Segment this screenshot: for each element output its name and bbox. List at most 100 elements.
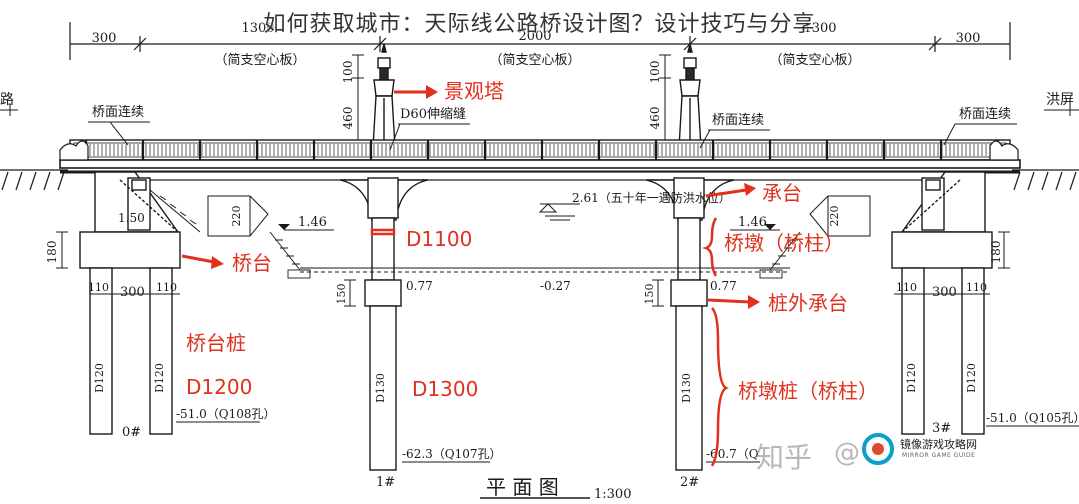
dim-pile-w1-left: 110 — [88, 281, 109, 294]
plan-title: 平 面 图 — [486, 475, 559, 499]
annotation-abut-pile: 桥台桩 — [186, 331, 246, 355]
deck-end-right — [989, 140, 1019, 161]
dim-right-mid: 1300 — [803, 21, 836, 36]
annotation-cap: 承台 — [762, 181, 802, 205]
bridge-deck — [59, 159, 1021, 181]
abutment-left-slope — [149, 189, 201, 233]
page-title: 如何获取城市：天际线公路桥设计图？设计技巧与分享 — [263, 12, 816, 37]
dim-abut-h-left: 180 — [45, 241, 59, 264]
dim-pile-w3-left: 110 — [156, 281, 177, 294]
red-mark-d1100 — [370, 228, 396, 236]
label-deck-continuous-right: 桥面连续 — [959, 106, 1011, 122]
pile-d130-right: D130 — [680, 373, 693, 403]
dim-beam-h-right: 220 — [828, 206, 841, 227]
pier-label-1: 1# — [376, 475, 395, 490]
dim-cap-h-right: 150 — [643, 284, 656, 305]
pier-label-2: 2# — [680, 475, 699, 490]
dim-center-span: 2000 — [518, 29, 551, 44]
deck-end-left — [59, 140, 89, 161]
beam-end-right — [809, 195, 871, 237]
elev-146-right: 1.46 — [738, 215, 767, 230]
dim-pile-w3-right: 110 — [966, 281, 987, 294]
ground-right — [1012, 169, 1079, 191]
cap-dim-right — [652, 279, 664, 307]
pier-1 — [339, 177, 429, 471]
dim-cap-h-left: 150 — [335, 284, 348, 305]
label-deck-continuous-left: 桥面连续 — [92, 104, 144, 120]
plan-scale: 1:300 — [594, 487, 631, 500]
abutment-left-piles — [89, 267, 180, 435]
elev-077-left: 0.77 — [406, 279, 433, 293]
annotation-d1100: D1100 — [406, 227, 472, 251]
label-simple-slab-center: （简支空心板） — [489, 52, 580, 68]
beam-end-left — [207, 195, 269, 237]
annotation-outer-cap: 桩外承台 — [768, 291, 848, 315]
pile1-bottom-elev: -62.3（Q107孔） — [402, 447, 502, 461]
annotation-abutment: 桥台 — [232, 251, 272, 275]
watermark-logo-icon — [862, 433, 894, 465]
red-annotation-tower — [394, 85, 438, 99]
dim-tower-h1-right: 100 — [648, 61, 662, 84]
pile-d120-right-b: D120 — [965, 363, 978, 393]
label-simple-slab-right: （简支空心板） — [769, 52, 860, 68]
label-right-flood: 洪屏 — [1046, 92, 1074, 108]
pile-d130-left: D130 — [374, 373, 387, 403]
annotation-tower: 景观塔 — [444, 79, 504, 103]
pile3-bottom-elev: -51.0（Q105孔） — [986, 411, 1079, 425]
dim-pile-w1-right: 110 — [896, 281, 917, 294]
red-annotation-outer-cap — [707, 295, 760, 309]
dim-tower-h2-left: 460 — [341, 107, 355, 130]
label-expansion-joint: D60伸缩缝 — [400, 106, 466, 122]
pier-2 — [645, 177, 735, 471]
pile-d120-right-a: D120 — [905, 363, 918, 393]
dim-right-span: 300 — [956, 31, 981, 46]
watermark-zhihu: 知乎 — [756, 441, 813, 474]
dim-pile-w2-right: 300 — [932, 285, 957, 300]
label-deck-continuous-mid: 桥面连续 — [712, 112, 764, 128]
red-annotation-cap — [705, 183, 756, 198]
annotation-pier-pile: 桥墩桩（桥柱） — [738, 379, 878, 403]
cap-dim-left — [344, 279, 356, 307]
annotation-d1200: D1200 — [186, 375, 252, 399]
elev-077-right: 0.77 — [710, 279, 737, 293]
water-level-mark — [538, 203, 580, 221]
pile-d120-left-a: D120 — [93, 363, 106, 393]
abutment-right-dim — [998, 231, 1010, 269]
elev-146-left: 1.46 — [298, 215, 327, 230]
watermark-site-en: MIRROR GAME GUIDE — [902, 452, 976, 459]
dim-left-span: 300 — [92, 31, 117, 46]
elev-027: -0.27 — [540, 279, 571, 293]
bridge-railing — [69, 139, 1011, 161]
pier-label-0: 0# — [122, 425, 141, 440]
pier-label-3: 3# — [932, 421, 951, 436]
annotation-pier-col: 桥墩（桥柱） — [724, 231, 844, 255]
dim-pile-w2-left: 300 — [120, 285, 145, 300]
red-brace-pier-pile — [710, 307, 729, 467]
pile0-bottom-elev: -51.0（Q108孔） — [176, 407, 276, 421]
pile-d120-left-b: D120 — [153, 363, 166, 393]
pile2-bottom-elev: -60.7（Q — [706, 447, 759, 461]
ground-left — [0, 169, 68, 191]
label-slope-150: 1.50 — [118, 211, 145, 225]
dim-tower-h1-left: 100 — [341, 61, 355, 84]
label-left-road: 路 — [0, 92, 14, 108]
red-brace-pier-col — [702, 217, 718, 277]
watermark-at: @ — [834, 438, 860, 468]
abutment-left-dim — [56, 231, 68, 269]
slope-protection-left — [269, 231, 311, 279]
dim-beam-h-left: 220 — [230, 206, 243, 227]
dim-tower-h2-right: 460 — [648, 107, 662, 130]
abutment-right — [891, 171, 993, 269]
dim-abut-h-right: 180 — [989, 241, 1003, 264]
abutment-right-piles — [894, 267, 990, 435]
dim-left-mid: 1300 — [241, 21, 274, 36]
label-flood-level: 2.61（五十年一遇防洪水位） — [572, 190, 731, 205]
red-annotation-abutment — [181, 254, 224, 269]
slope-protection-right — [759, 231, 801, 279]
annotation-d1300: D1300 — [412, 377, 478, 401]
abutment-left — [79, 171, 181, 269]
river-bed — [300, 267, 790, 273]
watermark-site: 镜像游戏攻略网 — [900, 438, 977, 451]
